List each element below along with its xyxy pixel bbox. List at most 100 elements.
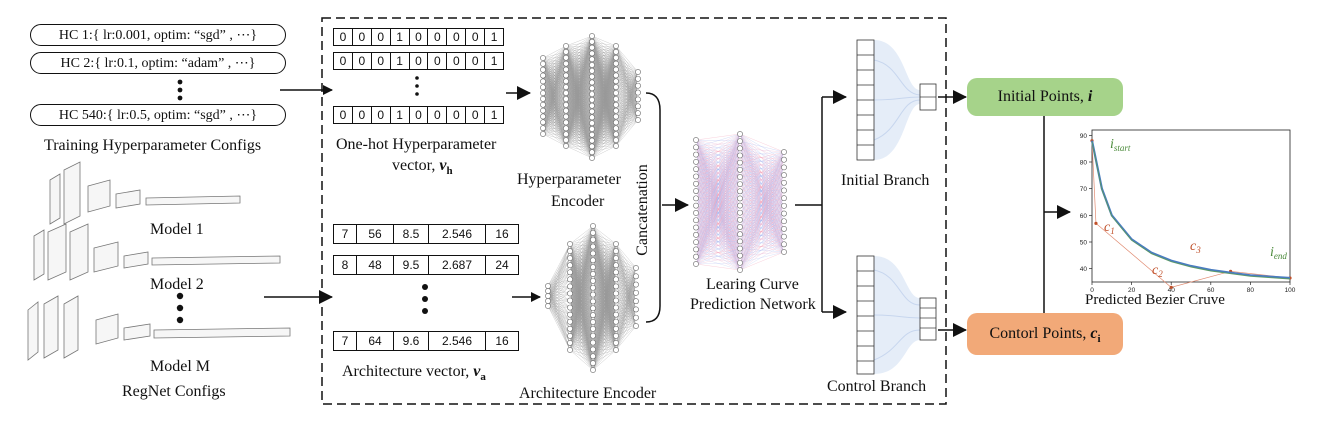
hc-config-1: HC 1:{ lr:0.001, optim: “sgd” , ⋯} <box>30 24 286 46</box>
control-points-text: Contorl Points, <box>989 325 1091 342</box>
arch-vector-cell: 64 <box>357 332 394 350</box>
hc-ellipsis <box>177 79 183 101</box>
arch-vector-cell: 7 <box>334 332 357 350</box>
onehot-vector-cell: 0 <box>372 53 391 69</box>
c1-label: c1 <box>1104 220 1115 236</box>
control-points-box: Contorl Points, ci <box>967 313 1123 355</box>
y-tick-label: 50 <box>1080 240 1088 247</box>
arch-vector-cell: 7 <box>334 225 357 243</box>
lcpn-label-2: Prediction Network <box>690 296 816 313</box>
y-tick-label: 60 <box>1080 213 1088 220</box>
y-tick-label: 90 <box>1080 133 1088 140</box>
y-tick-label: 70 <box>1080 186 1088 193</box>
hyper-encoder-label-2: Encoder <box>551 193 605 210</box>
arch-vector-cell: 2.546 <box>429 225 486 243</box>
onehot-vector-cell: 0 <box>353 107 372 123</box>
arch-encoder-label: Architecture Encoder <box>519 385 657 402</box>
onehot-vector-cell: 1 <box>490 54 498 68</box>
arch-vector-cell: 16 <box>495 334 509 348</box>
model-2-sketch <box>33 223 281 281</box>
arch-vector-cell: 9.6 <box>394 332 429 350</box>
model-ellipsis <box>176 292 184 324</box>
onehot-caption-line1: One-hot Hyperparameter <box>336 136 497 153</box>
lcpn-label-1: Learing Curve <box>706 276 799 293</box>
y-tick-label: 80 <box>1080 160 1088 167</box>
arch-vector-cell: 8 <box>334 256 357 274</box>
onehot-vector-cell: 1 <box>391 29 410 45</box>
onehot-vector-cell: 1 <box>391 53 410 69</box>
arch-vector-cell: 24 <box>495 258 509 272</box>
x-tick-label: 100 <box>1285 287 1296 294</box>
control-point-marker <box>1094 221 1098 225</box>
initial-branch-network <box>856 39 937 161</box>
regnet-caption: RegNet Configs <box>122 383 226 400</box>
arch-symbol: v <box>473 363 481 380</box>
model-1-label: Model 1 <box>150 221 204 238</box>
model-m-sketch <box>27 295 291 361</box>
onehot-vector-cell: 0 <box>466 107 486 123</box>
model-1-sketch <box>49 161 241 225</box>
hyper-encoder-label-1: Hyperparameter <box>517 171 621 188</box>
plot-frame <box>1091 129 1291 283</box>
onehot-caption-line2: vector, vh <box>392 157 453 177</box>
initial-points-symbol: i <box>1087 88 1093 105</box>
arch-caption-text: Architecture vector, <box>342 363 474 380</box>
onehot-vector-cell: 0 <box>466 29 486 45</box>
onehot-subscript: h <box>446 165 453 178</box>
arch-vector-cell: 9.5 <box>394 256 429 274</box>
arch-vector-cell: 48 <box>357 256 394 274</box>
concat-label: Cancatenation <box>634 164 652 256</box>
onehot-vector-cell: 0 <box>334 29 353 45</box>
x-tick-label: 80 <box>1247 287 1255 294</box>
onehot-vector-cell: 0 <box>372 29 391 45</box>
model-2-label: Model 2 <box>150 276 204 293</box>
onehot-vector-cell: 0 <box>447 53 467 69</box>
onehot-vector-cell: 0 <box>353 29 372 45</box>
arch-vector-cell: 8.5 <box>394 225 429 243</box>
concat-bracket <box>645 92 661 323</box>
control-points-subscript: i <box>1097 333 1101 346</box>
arch-vector-cell: 2.687 <box>429 256 486 274</box>
hc-config-2: HC 2:{ lr:0.1, optim: “adam” , ⋯} <box>30 52 286 74</box>
initial-points-box: Initial Points, i <box>967 78 1123 116</box>
dashed-frame <box>321 17 947 405</box>
branch-split <box>795 97 823 312</box>
onehot-vector-cell: 0 <box>428 53 448 69</box>
x-tick-label: 0 <box>1090 287 1094 294</box>
x-tick-label: 60 <box>1207 287 1215 294</box>
c3-label: c3 <box>1190 239 1201 255</box>
onehot-vector-cell: 1 <box>490 30 498 44</box>
onehot-vector-cell: 0 <box>353 53 372 69</box>
onehot-ellipsis <box>415 76 419 96</box>
onehot-vector-cell: 0 <box>410 53 429 69</box>
arch-vector-cell: 16 <box>495 227 509 241</box>
onehot-caption-text: vector, <box>392 157 440 174</box>
true-curve <box>1091 141 1291 280</box>
onehot-vector-cell: 1 <box>490 108 498 122</box>
onehot-vector-cell: 0 <box>428 29 448 45</box>
y-tick-label: 40 <box>1080 266 1088 273</box>
x-tick-label: 20 <box>1128 287 1136 294</box>
architecture-encoder-network <box>545 223 639 373</box>
i-end-label: iend <box>1270 245 1287 261</box>
onehot-vector-cell: 0 <box>466 53 486 69</box>
control-point-marker <box>1169 285 1173 289</box>
initial-points-text: Initial Points, <box>997 88 1088 105</box>
arch-ellipsis <box>422 284 428 314</box>
control-branch-label: Control Branch <box>827 378 927 395</box>
x-tick-label: 40 <box>1168 287 1176 294</box>
onehot-vector-cell: 0 <box>410 107 429 123</box>
control-branch-network <box>856 255 937 375</box>
arch-caption: Architecture vector, va <box>342 363 486 383</box>
learning-curve-prediction-network <box>693 131 787 273</box>
model-m-label: Model M <box>150 358 210 375</box>
hyperparameter-encoder-network <box>540 33 641 161</box>
c2-label: c2 <box>1152 263 1163 279</box>
arch-vector-cell: 2.546 <box>429 332 486 350</box>
